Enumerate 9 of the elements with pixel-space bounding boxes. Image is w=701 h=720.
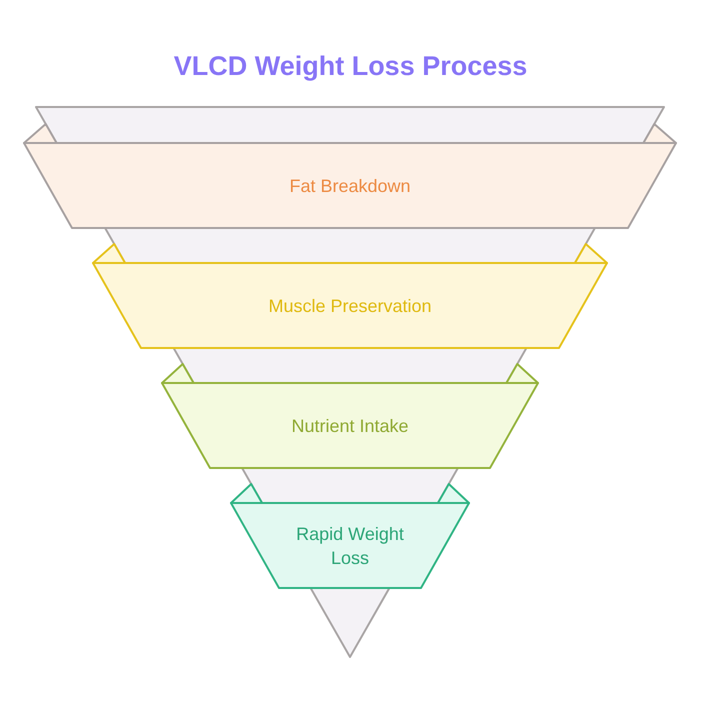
funnel-stage: [160, 362, 540, 470]
funnel-stage: [91, 242, 609, 350]
funnel-stage: [229, 482, 471, 590]
diagram-title: VLCD Weight Loss Process: [174, 50, 528, 82]
stage-label: Rapid Weight Loss: [295, 522, 405, 570]
stage-label: Nutrient Intake: [291, 414, 409, 438]
stage-label: Muscle Preservation: [268, 294, 432, 318]
stage-label: Fat Breakdown: [289, 174, 411, 198]
funnel-stage: [22, 122, 678, 230]
